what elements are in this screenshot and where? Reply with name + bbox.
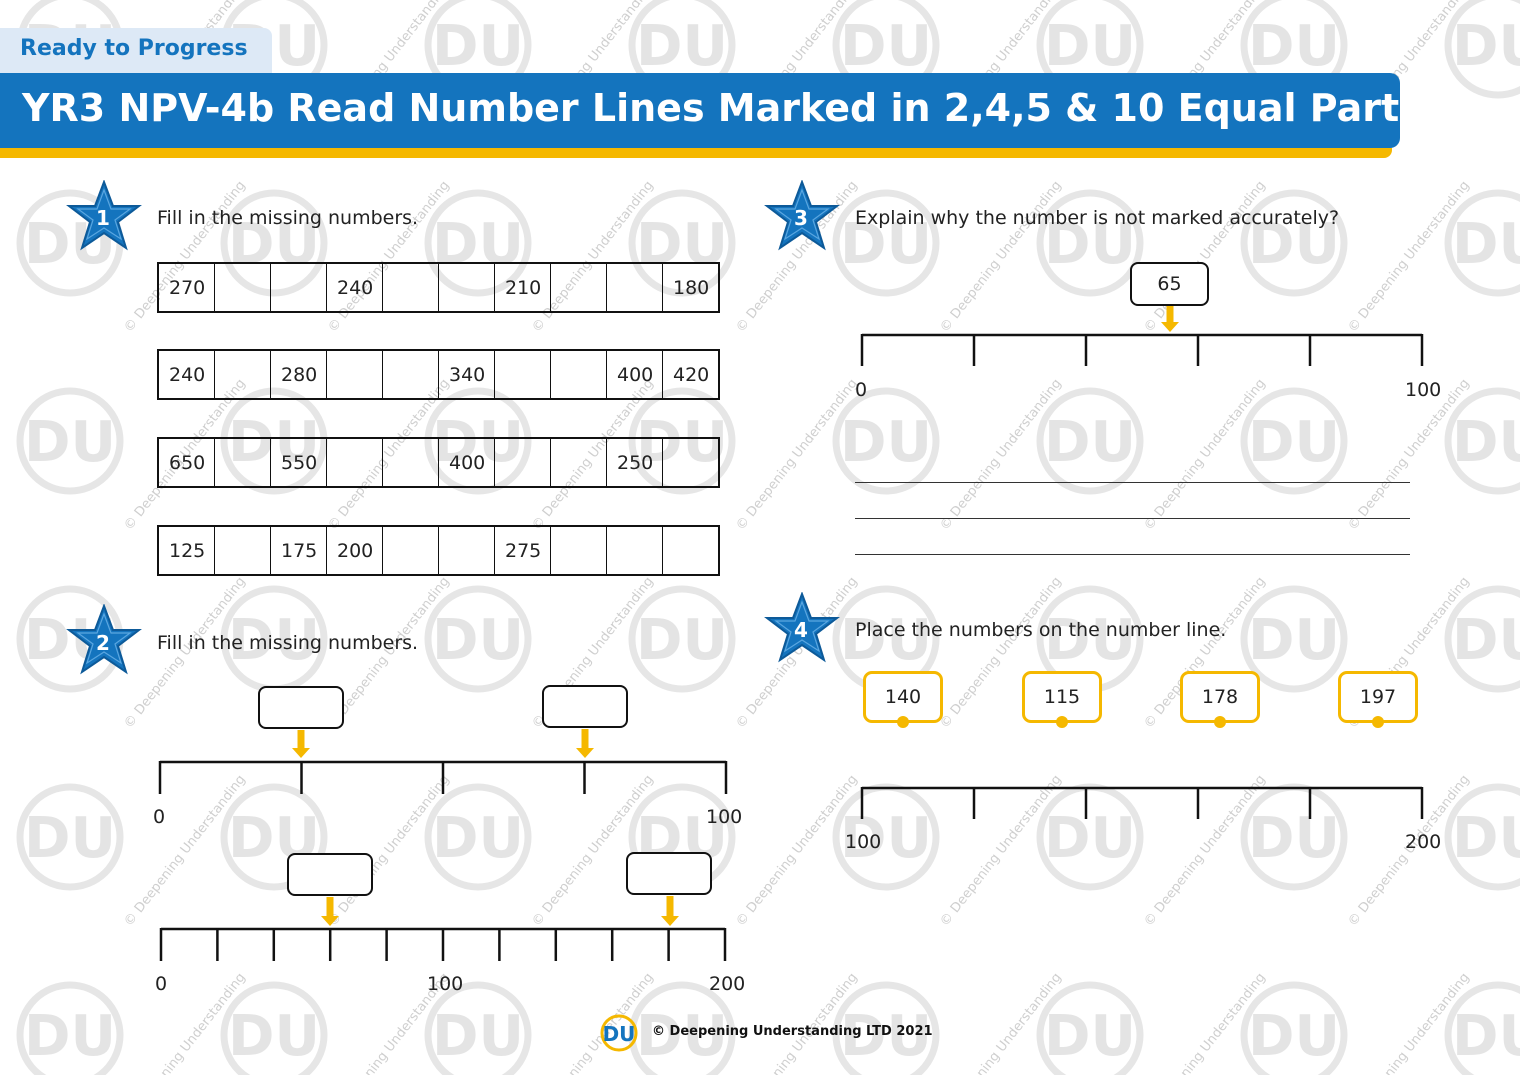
q4-line-start-label: 100 [845,831,882,853]
q1-cell-blank[interactable] [551,351,607,398]
q2-line2-mid-label: 100 [427,973,464,995]
question-4-instruction: Place the numbers on the number line. [855,619,1227,641]
question-1-instruction: Fill in the missing numbers. [157,207,419,229]
q3-answer-line[interactable] [855,482,1410,483]
q1-cell: 340 [439,351,495,398]
question-4-number: 4 [794,618,808,642]
ready-to-progress-badge [0,28,272,74]
q1-cell-blank[interactable] [383,527,439,574]
q2-line1-end-label: 100 [706,806,743,828]
q1-cell-blank[interactable] [495,439,551,486]
q2-answer-box[interactable] [287,853,373,896]
q4-line-end-label: 200 [1405,831,1442,853]
q1-cell: 175 [271,527,327,574]
q4-card-dot [1056,716,1068,728]
q2-answer-box[interactable] [542,685,628,728]
q1-cell: 275 [495,527,551,574]
q1-cell: 270 [159,264,215,311]
q2-line2-arrow-head [661,916,679,926]
q4-card-dot [1372,716,1384,728]
question-2-star-icon [66,604,142,675]
q1-cell-blank[interactable] [383,264,439,311]
q3-answer-line[interactable] [855,518,1410,519]
q2-line2-arrow-shaft [326,897,334,918]
q1-cell-blank[interactable] [439,264,495,311]
q3-given-value-box: 65 [1130,262,1209,306]
q2-line2-arrow-shaft [666,896,674,918]
q4-number-card[interactable]: 178 [1180,671,1260,723]
q1-cell-blank[interactable] [607,264,663,311]
question-2-instruction: Fill in the missing numbers. [157,632,419,654]
q2-line2-end-label: 200 [709,973,746,995]
q1-cell-blank[interactable] [383,351,439,398]
q2-line1-start-label: 0 [153,806,166,828]
q3-answer-line[interactable] [855,554,1410,555]
footer-copyright: © Deepening Understanding LTD 2021 [652,1024,933,1039]
q2-line2-start-label: 0 [155,973,168,995]
q1-cell-blank[interactable] [495,351,551,398]
q1-number-row-3: 650 550 400 250 [157,437,720,488]
q1-number-row-4: 125 175 200 275 [157,525,720,576]
q1-cell-blank[interactable] [551,527,607,574]
q1-cell: 280 [271,351,327,398]
q1-cell-blank[interactable] [439,527,495,574]
q1-cell: 420 [673,363,710,386]
question-3-star-icon [764,180,840,251]
q4-card-dot [1214,716,1226,728]
question-2-number: 2 [96,631,110,655]
question-1-number: 1 [96,206,110,230]
q1-cell-blank[interactable] [271,264,327,311]
q1-cell-blank[interactable] [383,439,439,486]
q3-line-end-label: 100 [1405,379,1442,401]
question-1-star-icon [66,180,142,251]
q2-line1-arrow-shaft [581,729,589,750]
page-title: YR3 NPV-4b Read Number Lines Marked in 2… [22,86,1422,130]
question-3-number: 3 [794,206,808,230]
q2-answer-box[interactable] [258,686,344,729]
q2-line1-arrow-shaft [297,730,305,750]
q3-line-start-label: 0 [855,379,868,401]
q4-number-card[interactable]: 140 [863,671,943,723]
q2-line1-arrow-head [292,748,310,758]
q1-cell-blank[interactable] [327,439,383,486]
q1-cell: 125 [159,527,215,574]
q1-cell: 650 [159,439,215,486]
q1-cell: 400 [439,439,495,486]
q2-line1-arrow-head [576,748,594,758]
q1-cell-blank[interactable] [551,439,607,486]
q1-number-row-1: 270 240 210 180 [157,262,720,313]
q3-line-arrow-shaft [1166,306,1174,324]
q1-cell-blank[interactable] [215,351,271,398]
q1-cell-blank[interactable] [607,527,663,574]
q1-cell: 550 [271,439,327,486]
q1-cell: 180 [673,276,710,299]
q1-cell-blank[interactable] [215,439,271,486]
footer-logo-text: DU [603,1022,636,1046]
q1-cell-blank[interactable] [215,264,271,311]
question-4-star-icon [764,592,840,663]
q1-cell: 210 [495,264,551,311]
q4-number-card[interactable]: 115 [1022,671,1102,723]
q1-cell: 240 [159,351,215,398]
q1-cell: 240 [327,264,383,311]
question-3-instruction: Explain why the number is not marked acc… [855,207,1340,229]
title-banner [0,73,1400,148]
q1-cell: 250 [607,439,663,486]
q1-cell-blank[interactable] [327,351,383,398]
footer-du-logo-icon: DU [600,1014,638,1052]
ready-to-progress-text: Ready to Progress [20,36,248,61]
q1-cell-blank[interactable] [551,264,607,311]
title-accent-stripe [0,148,1392,158]
q1-cell-blank[interactable] [215,527,271,574]
q1-cell: 400 [607,351,663,398]
q3-line-arrow-head [1161,322,1179,332]
q2-answer-box[interactable] [626,852,712,895]
q1-number-row-2: 240 280 340 400 420 [157,349,720,400]
q1-cell: 200 [327,527,383,574]
q4-card-dot [897,716,909,728]
q2-line2-arrow-head [321,916,339,926]
